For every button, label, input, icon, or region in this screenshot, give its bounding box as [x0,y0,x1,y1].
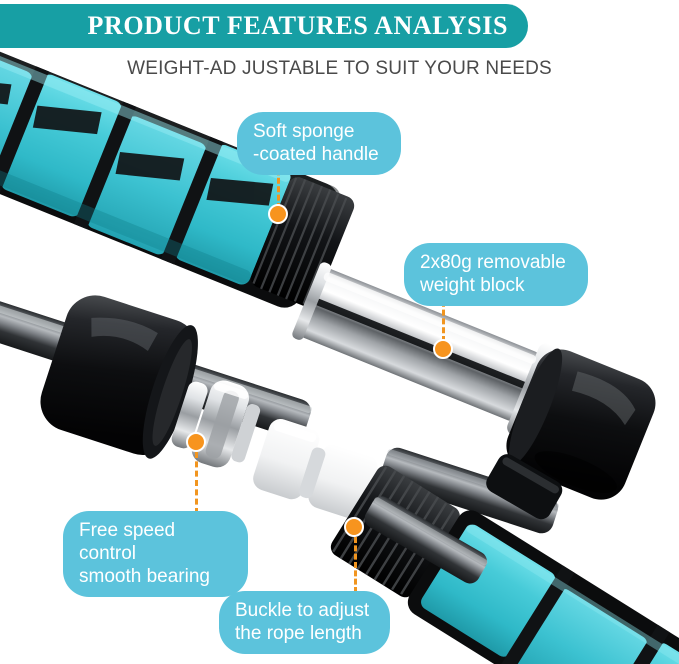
leader-line-removable-weight-block [442,292,445,342]
marker-dot-rope-length-buckle [344,517,364,537]
marker-dot-soft-sponge-handle [268,204,288,224]
marker-dot-free-speed-bearing [186,432,206,452]
callout-removable-weight-block: 2x80g removable weight block [404,243,588,306]
foam-coated-handle-top [0,0,341,308]
callout-rope-length-buckle: Buckle to adjust the rope length [219,591,390,654]
leader-line-free-speed-bearing [195,452,198,514]
title-banner: PRODUCT FEATURES ANALYSIS [0,4,528,48]
page-title: PRODUCT FEATURES ANALYSIS [87,11,508,40]
callout-soft-sponge-handle: Soft sponge -coated handle [237,112,401,175]
shaft-to-second-handle [364,496,488,584]
callout-free-speed-bearing: Free speed control smooth bearing [63,511,248,597]
marker-dot-removable-weight-block [433,339,453,359]
white-buckle [253,419,378,519]
leader-line-rope-length-buckle [354,537,357,593]
threaded-collar-top [251,177,355,307]
bearing-ring [171,380,261,468]
black-end-cap-right [506,348,656,500]
black-end-cap-left [40,295,198,459]
rope-end-nub [486,454,563,520]
page-subtitle: WEIGHT-AD JUSTABLE TO SUIT YOUR NEEDS [127,58,552,79]
leader-line-soft-sponge-handle [277,161,280,209]
